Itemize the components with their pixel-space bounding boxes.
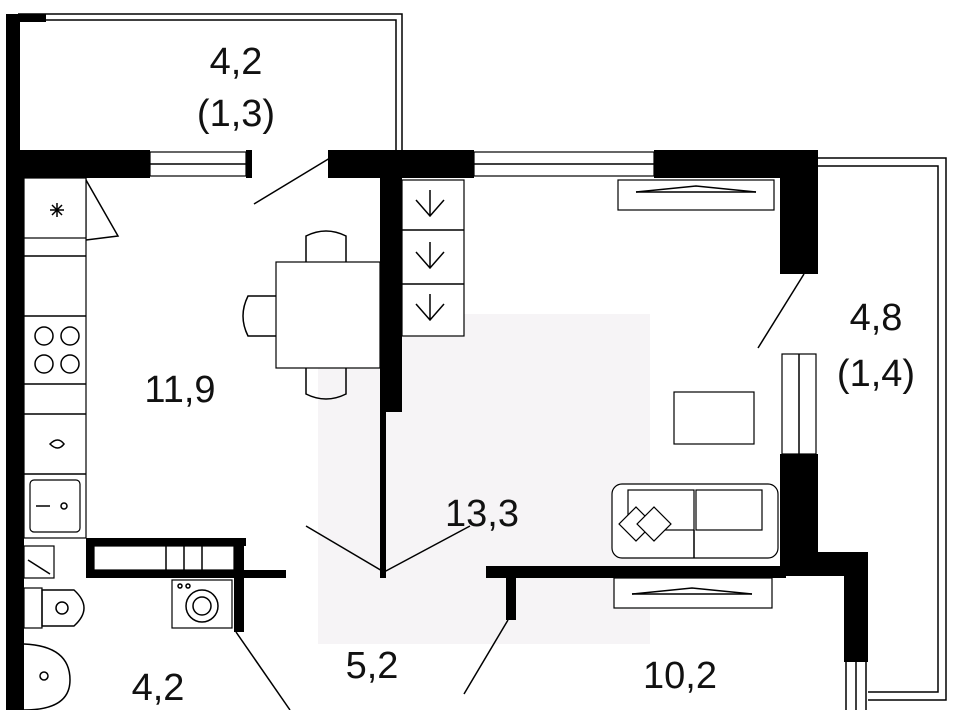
kitchen-sink-icon	[29, 479, 81, 533]
windows	[149, 151, 867, 710]
bedroom-area: 10,2	[643, 655, 717, 697]
snowflake-icon	[50, 203, 64, 217]
kitchen-counter	[23, 177, 120, 539]
water-drop-icon	[48, 439, 65, 449]
stove-icon	[34, 326, 80, 374]
hanger-icon	[415, 294, 445, 322]
balcony-top	[6, 13, 403, 154]
wardrobe	[401, 179, 465, 337]
sofa	[611, 483, 779, 559]
living-area: 13,3	[445, 493, 519, 535]
bathroom-area: 4,2	[132, 667, 185, 709]
balcony-right-area: 4,8	[850, 297, 903, 339]
highlight-zone	[318, 314, 650, 644]
balcony-right	[818, 157, 947, 701]
door-swings	[235, 157, 805, 710]
coffee-table	[673, 391, 755, 445]
hall-area: 5,2	[346, 645, 399, 687]
balcony-top-subarea: (1,3)	[197, 93, 275, 135]
hanger-icon	[415, 242, 445, 270]
bath-sink-icon	[23, 643, 71, 710]
bathroom-fixtures	[23, 545, 235, 710]
dining-table	[242, 230, 381, 400]
balcony-top-area: 4,2	[210, 41, 263, 83]
walls	[6, 150, 868, 710]
tv-stand-bedroom	[613, 577, 773, 609]
toilet-icon	[41, 589, 85, 627]
balcony-right-subarea: (1,4)	[837, 353, 915, 395]
washing-machine-icon	[171, 579, 233, 629]
tv-stand-top	[617, 179, 775, 211]
hanger-icon	[415, 190, 445, 218]
kitchen-area: 11,9	[144, 369, 215, 411]
